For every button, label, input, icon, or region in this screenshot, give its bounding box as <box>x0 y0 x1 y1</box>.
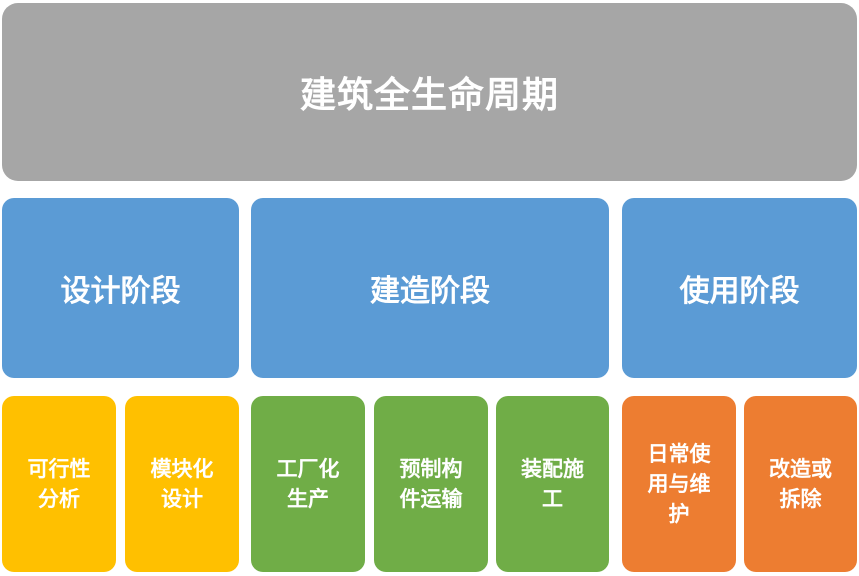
phase-node-operation: 使用阶段 <box>622 198 857 378</box>
phase-label-construction: 建造阶段 <box>370 274 490 309</box>
phase-label-operation: 使用阶段 <box>679 274 800 309</box>
task-label-factory-production: 工厂化 生产 <box>276 457 340 511</box>
task-node-maintenance: 日常使 用与维 护 <box>622 396 736 572</box>
task-label-renovation: 改造或 拆除 <box>769 457 832 511</box>
lifecycle-root-label: 建筑全生命周期 <box>299 75 559 116</box>
task-node-assembly: 装配施 工 <box>496 396 609 572</box>
phase-node-construction: 建造阶段 <box>251 198 609 378</box>
task-node-component-transport: 预制构 件运输 <box>374 396 488 572</box>
lifecycle-root-node: 建筑全生命周期 <box>2 3 857 181</box>
task-node-feasibility: 可行性 分析 <box>2 396 116 572</box>
task-label-maintenance: 日常使 用与维 护 <box>647 442 711 526</box>
task-node-factory-production: 工厂化 生产 <box>251 396 365 572</box>
task-label-component-transport: 预制构 件运输 <box>399 457 463 511</box>
task-label-feasibility: 可行性 分析 <box>27 457 91 511</box>
task-node-modular-design: 模块化 设计 <box>125 396 239 572</box>
task-node-renovation: 改造或 拆除 <box>744 396 857 572</box>
task-label-modular-design: 模块化 设计 <box>150 457 214 511</box>
task-label-assembly: 装配施 工 <box>521 457 584 511</box>
phase-node-design: 设计阶段 <box>2 198 239 378</box>
phase-label-design: 设计阶段 <box>60 274 181 309</box>
